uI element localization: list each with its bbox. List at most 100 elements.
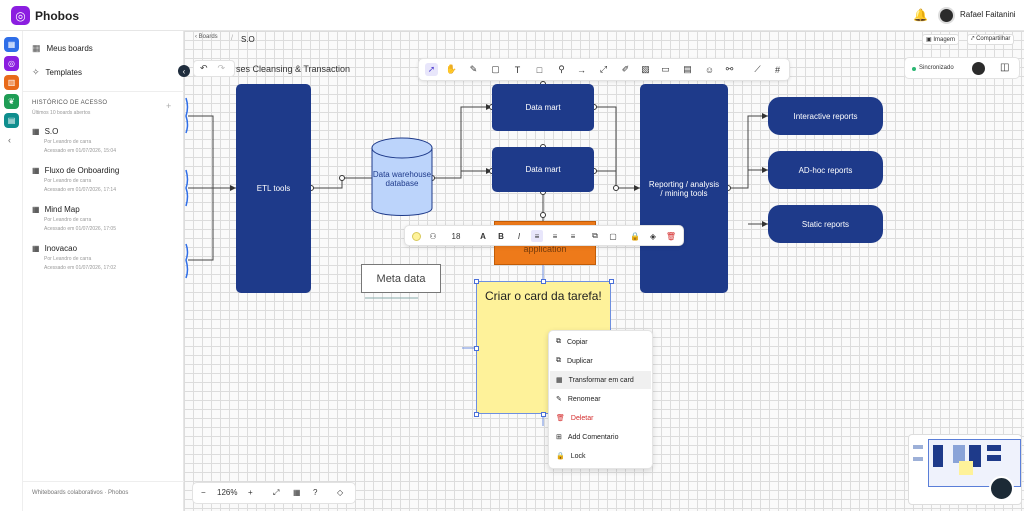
zoom-in-button[interactable]: + <box>248 488 253 497</box>
breadcrumb-back[interactable]: ‹ Boards <box>195 34 218 40</box>
etl-tools-node[interactable]: ETL tools <box>236 84 311 293</box>
reporting-tools-node[interactable]: Reporting / analysis / mining tools <box>640 84 728 293</box>
laser-tool-icon[interactable]: ⟋ <box>754 64 761 74</box>
minimap-node <box>987 445 1001 451</box>
chevron-left-icon[interactable]: ‹ <box>8 135 11 145</box>
resize-handle[interactable] <box>474 412 479 417</box>
interactive-reports-node[interactable]: Interactive reports <box>768 97 883 135</box>
card-icon: ▦ <box>556 377 563 384</box>
resize-handle[interactable] <box>474 346 479 351</box>
arrow-tool-icon[interactable]: → <box>577 64 586 75</box>
image-button[interactable]: ▣ Imagem <box>922 34 960 45</box>
comment-tool-icon[interactable]: ▤ <box>683 64 692 74</box>
rectangle-tool-icon[interactable]: □ <box>536 64 543 75</box>
meta-data-node[interactable]: Meta data <box>361 264 441 293</box>
color-swatch-icon[interactable] <box>411 231 421 241</box>
line-tool-icon[interactable]: ⤢ <box>599 64 608 74</box>
bell-icon[interactable]: 🔔 <box>913 8 928 22</box>
sidebar-item-templates[interactable]: ✧Templates <box>32 67 83 77</box>
resize-handle[interactable] <box>609 279 614 284</box>
text-style-icon[interactable]: ⚇ <box>429 231 437 241</box>
align-center-icon[interactable]: ≡ <box>552 231 558 241</box>
minimap-node <box>987 455 1001 461</box>
help-button[interactable]: ? <box>313 488 318 497</box>
assistant-avatar[interactable] <box>989 476 1014 501</box>
minimap-sticky <box>959 461 973 475</box>
data-mart-node[interactable]: Data mart <box>492 147 594 192</box>
pen-tool-icon[interactable]: ✐ <box>621 64 630 74</box>
share-button[interactable]: ⤤ Compartilhar <box>967 34 1015 45</box>
align-right-icon[interactable]: ≡ <box>570 231 576 241</box>
app-name: Phobos <box>35 9 79 23</box>
panel-toggle-icon[interactable]: ◫ <box>1000 62 1010 73</box>
menu-item-copy[interactable]: ⧉Copiar <box>556 338 588 346</box>
fit-screen-icon[interactable]: ⤢ <box>273 488 280 497</box>
image-tool-icon[interactable]: ▧ <box>641 64 650 74</box>
font-icon[interactable]: A <box>480 231 486 241</box>
grid-app-icon[interactable]: ▦ <box>4 37 19 52</box>
lock-icon: 🔒 <box>556 453 565 460</box>
add-icon[interactable]: + <box>166 101 172 111</box>
menu-item-add-comment[interactable]: ⊞Add Comentario <box>556 433 619 442</box>
adhoc-reports-node[interactable]: AD-hoc reports <box>768 151 883 189</box>
menu-item-transform-card[interactable]: ▦Transformar em card <box>550 371 651 389</box>
menu-item-rename[interactable]: ✎Renomear <box>556 395 601 404</box>
chart-app-icon[interactable]: ▤ <box>4 113 19 128</box>
note-tool-icon[interactable]: ▢ <box>491 64 500 74</box>
redo-icon[interactable]: ↷ <box>217 63 226 73</box>
minimap[interactable] <box>908 434 1022 505</box>
sync-status: Sincronizado ◫ <box>904 57 1020 79</box>
book-app-icon[interactable]: ▥ <box>4 75 19 90</box>
sidebar-item-meus-boards[interactable]: ▦Meus boards <box>32 43 93 53</box>
avatar[interactable] <box>972 62 985 75</box>
data-mart-node[interactable]: Data mart <box>492 84 594 131</box>
menu-item-delete[interactable]: 🗑Deletar <box>556 414 594 423</box>
eraser-tool-icon[interactable]: ✎ <box>469 64 478 74</box>
layers-icon[interactable]: ◈ <box>649 231 657 241</box>
compass-app-icon[interactable]: ◎ <box>4 56 19 71</box>
history-subtitle: Últimos 10 boards abertos <box>32 110 91 116</box>
trash-icon[interactable]: 🗑 <box>665 231 677 241</box>
collapse-sidebar-button[interactable]: ‹ <box>178 65 190 77</box>
leaf-app-icon[interactable]: ❦ <box>4 94 19 109</box>
zoom-out-button[interactable]: − <box>201 488 206 497</box>
comment-icon[interactable]: ▢ <box>609 231 617 241</box>
context-menu: ⧉Copiar ⧉Duplicar ▦Transformar em card ✎… <box>548 330 653 469</box>
board-icon: ▦ <box>32 127 40 136</box>
menu-item-lock[interactable]: 🔒Lock <box>556 452 586 461</box>
font-size-field[interactable]: 18 <box>451 231 461 241</box>
grid-view-icon[interactable]: ▦ <box>293 488 301 497</box>
lock-icon[interactable]: 🔒 <box>630 231 640 241</box>
menu-item-duplicate[interactable]: ⧉Duplicar <box>556 357 593 365</box>
resize-handle[interactable] <box>474 279 479 284</box>
italic-icon[interactable]: I <box>517 231 521 241</box>
frame-tool-icon[interactable]: ▭ <box>661 64 670 74</box>
resize-handle[interactable] <box>541 279 546 284</box>
zoom-level[interactable]: 126% <box>217 488 238 497</box>
align-left-icon[interactable]: ≡ <box>531 230 543 242</box>
resize-handle[interactable] <box>541 412 546 417</box>
text-tool-icon[interactable]: T <box>514 64 521 75</box>
hand-tool-icon[interactable]: ✋ <box>445 64 458 74</box>
user-name[interactable]: Rafael Faitanini <box>960 10 1016 19</box>
eraser-icon[interactable]: ◇ <box>337 488 344 497</box>
emoji-tool-icon[interactable]: ☺ <box>704 64 715 75</box>
diagram-title-text[interactable]: ses Cleansing & Transaction <box>236 64 351 74</box>
avatar[interactable] <box>938 7 955 24</box>
connector-tool-icon[interactable]: ⚯ <box>725 64 734 74</box>
trash-icon: 🗑 <box>556 415 565 422</box>
phobos-logo-icon[interactable]: ◎ <box>11 6 30 25</box>
data-warehouse-node[interactable]: Data warehouse database <box>372 170 432 188</box>
person-tool-icon[interactable]: ⚲ <box>558 64 565 74</box>
grid-tool-icon[interactable]: # <box>774 64 780 75</box>
copy-style-icon[interactable]: ⧉ <box>592 231 598 240</box>
sticky-note-text[interactable]: Criar o card da tarefa! <box>485 289 602 303</box>
bold-icon[interactable]: B <box>498 231 504 241</box>
select-tool-icon[interactable]: ➚ <box>425 63 438 76</box>
static-reports-node[interactable]: Static reports <box>768 205 883 243</box>
undo-icon[interactable]: ↶ <box>200 63 208 73</box>
